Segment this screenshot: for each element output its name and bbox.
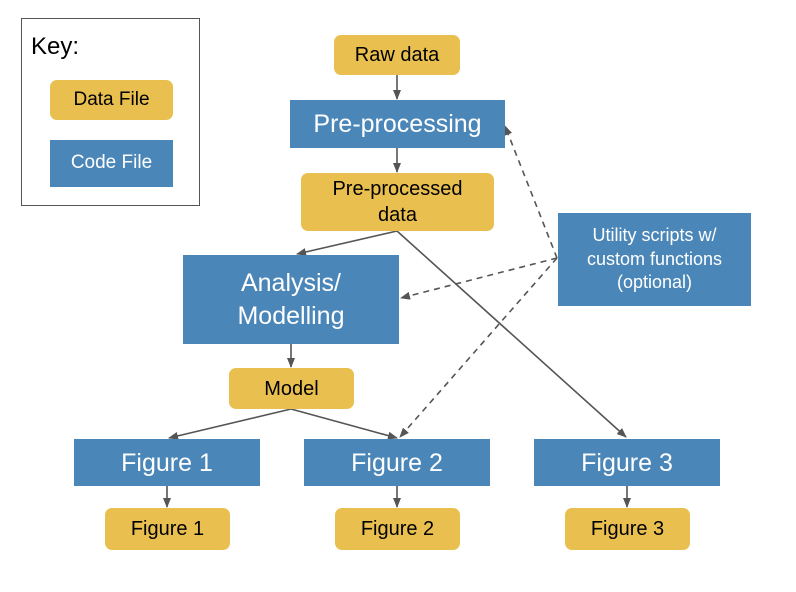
node-figure1-file: Figure 1 <box>105 508 230 550</box>
node-preprocessing-label: Pre-processing <box>313 110 482 138</box>
node-figure1-file-label: Figure 1 <box>130 518 205 540</box>
node-figure2-code-label: Figure 2 <box>351 448 443 477</box>
node-preprocessed-data: Pre-processed data <box>301 173 494 231</box>
node-raw-data-label: Raw data <box>354 44 440 66</box>
arrow-preprocessed-to-analysis <box>296 230 398 256</box>
node-figure1-code-label: Figure 1 <box>121 448 213 477</box>
node-figure1-code: Figure 1 <box>74 439 260 486</box>
node-figure3-file: Figure 3 <box>565 508 690 550</box>
legend-data-file: Data File <box>50 80 173 120</box>
legend-data-file-label: Data File <box>73 88 150 110</box>
arrow-model-to-figure1-code <box>168 408 292 440</box>
node-figure2-file-label: Figure 2 <box>360 518 435 540</box>
dashed-arrow-utility-to-analysis <box>400 257 558 300</box>
legend-code-file: Code File <box>50 140 173 187</box>
node-figure3-file-label: Figure 3 <box>590 518 665 540</box>
node-figure2-file: Figure 2 <box>335 508 460 550</box>
node-model-label: Model <box>264 377 319 400</box>
node-raw-data: Raw data <box>334 35 460 75</box>
node-preprocessing: Pre-processing <box>290 100 505 148</box>
dashed-arrow-utility-to-figure2 <box>399 257 558 438</box>
node-utility-scripts-label: Utility scripts w/ custom functions (opt… <box>586 225 723 293</box>
dashed-arrow-utility-to-preprocessing <box>504 125 558 259</box>
arrow-preprocessed-to-figure3-code <box>396 230 627 438</box>
legend-code-file-label: Code File <box>70 152 153 174</box>
node-figure3-code-label: Figure 3 <box>581 448 673 477</box>
arrow-model-to-figure2-code <box>290 408 398 440</box>
node-figure3-code: Figure 3 <box>534 439 720 486</box>
node-analysis-modelling-label: Analysis/ Modelling <box>237 269 345 330</box>
legend: Key: Data File Code File <box>21 18 200 206</box>
legend-title: Key: <box>31 33 80 60</box>
node-figure2-code: Figure 2 <box>304 439 490 486</box>
node-analysis-modelling: Analysis/ Modelling <box>183 255 399 344</box>
node-preprocessed-data-label: Pre-processed data <box>332 178 463 226</box>
node-utility-scripts: Utility scripts w/ custom functions (opt… <box>558 213 751 306</box>
node-model: Model <box>229 368 354 409</box>
